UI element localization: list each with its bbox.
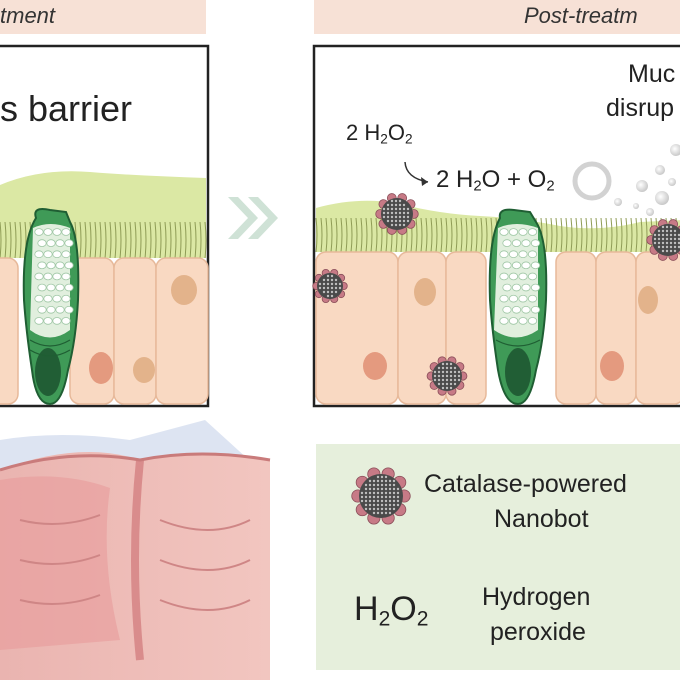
product-plus: + (506, 166, 521, 193)
product-oxygen: O (527, 166, 547, 193)
legend-symbol-sub1: 2 (378, 607, 391, 631)
product-water-sub: 2 (473, 178, 482, 195)
o2-halo (572, 161, 612, 201)
product-oxygen-sub: 2 (546, 178, 555, 195)
header-pretreatment: tment (0, 0, 206, 34)
goblet-cell (22, 208, 80, 406)
mucus-label-line2: disrup (606, 94, 675, 122)
reaction-reactant: 2 H2O2 (346, 120, 413, 146)
nanobot-2 (312, 268, 348, 304)
left-panel-title-text: s barrier (0, 88, 133, 129)
product-water-h: 2 H (436, 166, 474, 193)
right-panel (312, 44, 680, 408)
reactant-sub2: 2 (404, 131, 413, 147)
legend-box (316, 444, 680, 670)
intestine-illustration (0, 420, 271, 680)
nanobot-4 (646, 219, 680, 261)
nanobot-3 (426, 356, 468, 396)
panel-arrow (228, 197, 278, 239)
product-water-o: O (481, 166, 501, 193)
legend-h2o2-symbol: H2O2 (354, 590, 428, 631)
nanobot-1 (375, 193, 419, 235)
legend-nanobot-line1: Catalase-powered (424, 470, 627, 498)
legend-nanobot-icon (351, 467, 411, 525)
legend-nanobot-line2: Nanobot (494, 505, 589, 533)
legend-h2o2-line2: peroxide (490, 618, 586, 646)
legend-symbol-o: O (390, 590, 417, 628)
header-posttreatment-label: Post-treatm (524, 3, 638, 28)
left-panel (0, 44, 210, 408)
legend-h2o2-line1: Hydrogen (482, 583, 591, 611)
legend-symbol-h: H (354, 590, 379, 628)
header-pretreatment-label: tment (0, 3, 56, 28)
reactant-sub1: 2 (380, 131, 388, 147)
oxygen-bubbles (614, 144, 680, 216)
reactant-h: 2 H (346, 120, 381, 145)
goblet-cell-right (488, 208, 548, 406)
reaction-products: 2 H2O + O2 (436, 166, 555, 195)
mucus-label-line1: Muc (628, 60, 676, 88)
reactant-o: O (387, 120, 405, 145)
header-posttreatment: Post-treatm (314, 0, 680, 34)
legend-symbol-sub2: 2 (416, 607, 429, 631)
